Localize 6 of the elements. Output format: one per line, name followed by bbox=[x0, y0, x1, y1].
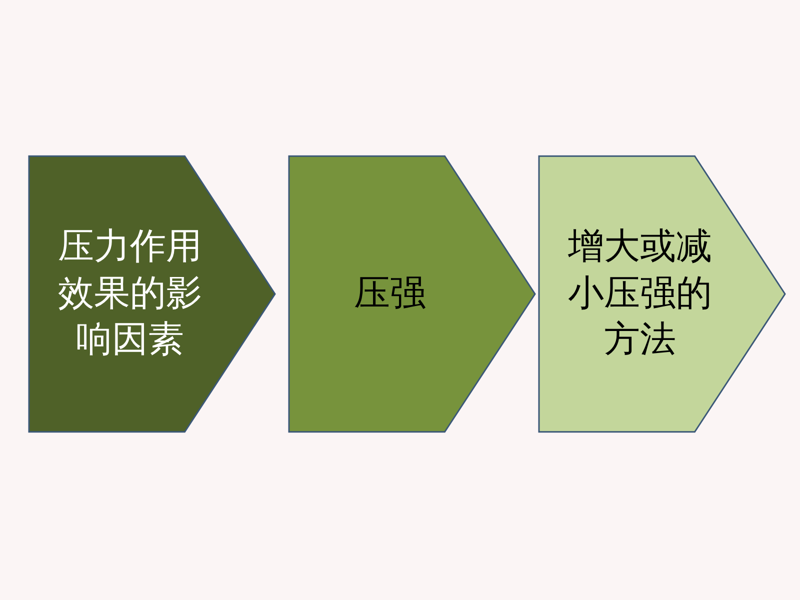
chevron-shape bbox=[538, 155, 786, 433]
node-label: 压力作用效果的影响因素 bbox=[57, 224, 203, 362]
chevron-shape bbox=[288, 155, 536, 433]
node-label: 压强 bbox=[353, 272, 427, 316]
node-label: 增大或减小压强的方法 bbox=[567, 224, 713, 362]
chevron-shape bbox=[28, 155, 276, 433]
